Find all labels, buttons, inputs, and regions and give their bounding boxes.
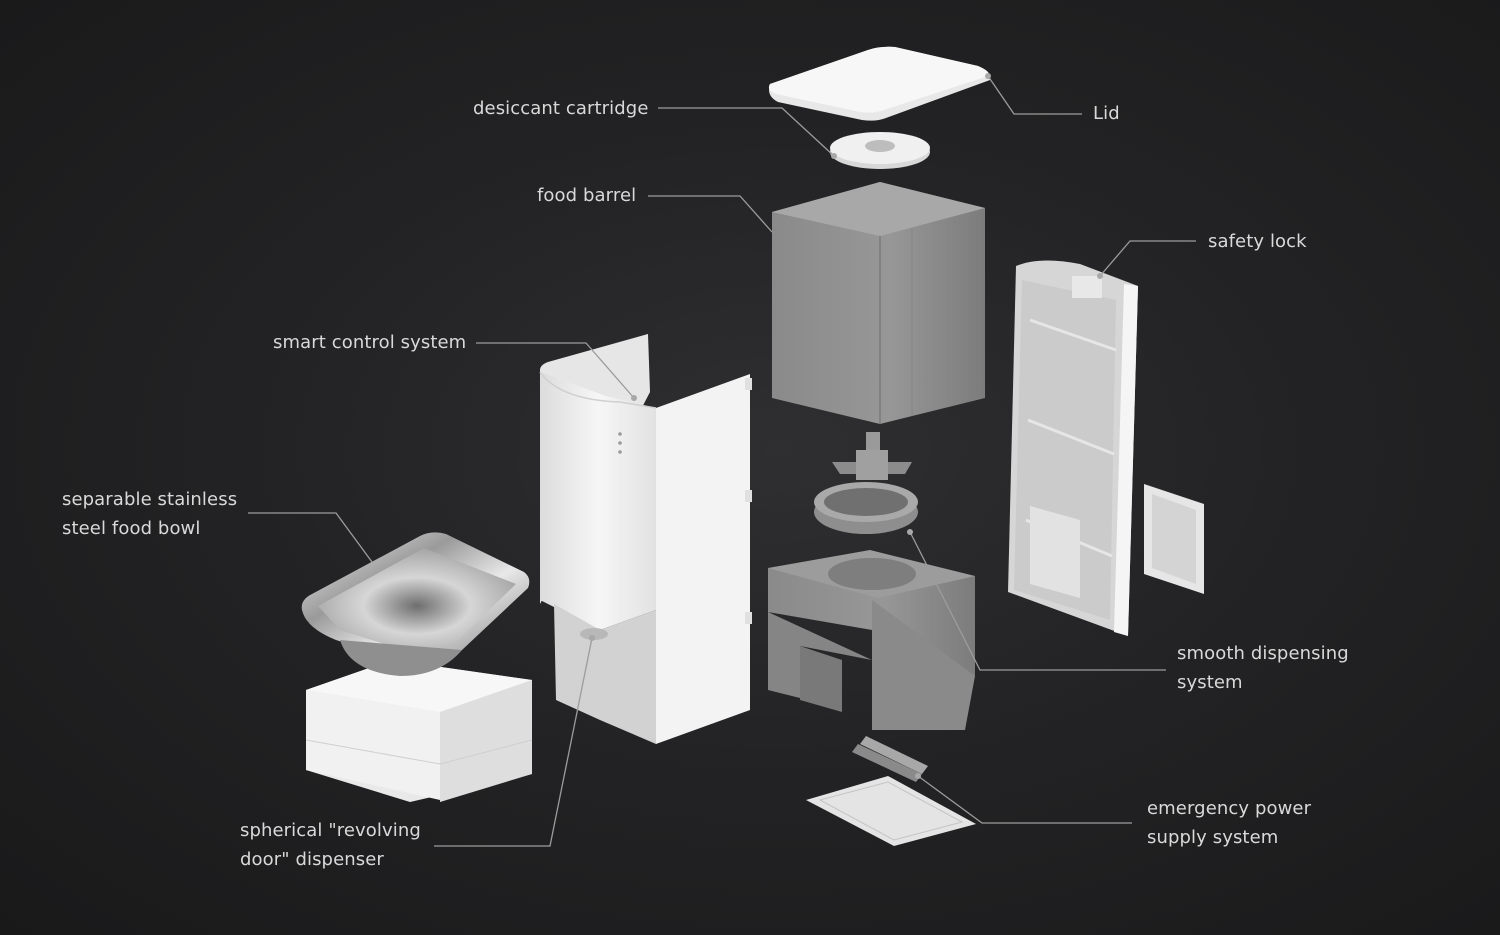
label-desiccant-cartridge: desiccant cartridge xyxy=(473,98,649,119)
safety-lock-panel-part xyxy=(1008,260,1138,636)
dispensing-base-part xyxy=(768,550,975,730)
label-food-barrel: food barrel xyxy=(537,185,637,206)
leader-smooth-dispensing xyxy=(909,531,1166,671)
label-food-bowl: separable stainless steel food bowl xyxy=(62,489,238,539)
small-cover-part xyxy=(1144,484,1204,594)
battery-plate-part xyxy=(806,776,976,846)
leader-food-bowl xyxy=(248,512,373,563)
food-barrel-part xyxy=(772,182,985,424)
leader-lines xyxy=(248,73,1196,847)
label-safety-lock: safety lock xyxy=(1208,231,1307,252)
bowl-base-part xyxy=(305,660,533,802)
label-dispenser: spherical "revolving door" dispenser xyxy=(240,820,421,870)
lid-part xyxy=(768,46,991,121)
leader-emergency-power xyxy=(917,775,1132,824)
steel-bowl-part xyxy=(301,532,530,676)
leader-safety-lock xyxy=(1099,240,1196,277)
desiccant-cartridge-part xyxy=(830,132,930,169)
leader-food-barrel xyxy=(648,195,773,233)
label-emergency-power: emergency power supply system xyxy=(1147,798,1312,848)
label-lid: Lid xyxy=(1093,103,1120,124)
leader-smart-control xyxy=(476,342,635,399)
leader-desiccant xyxy=(658,107,835,157)
label-smart-control-system: smart control system xyxy=(273,332,467,353)
label-smooth-dispensing: smooth dispensing system xyxy=(1177,643,1349,693)
main-housing-part xyxy=(539,334,752,744)
dispenser-ring-part xyxy=(814,482,918,534)
leader-dispenser xyxy=(434,637,593,847)
rotor-part xyxy=(832,432,912,480)
leader-lid xyxy=(987,75,1082,115)
batteries-part xyxy=(852,736,928,782)
